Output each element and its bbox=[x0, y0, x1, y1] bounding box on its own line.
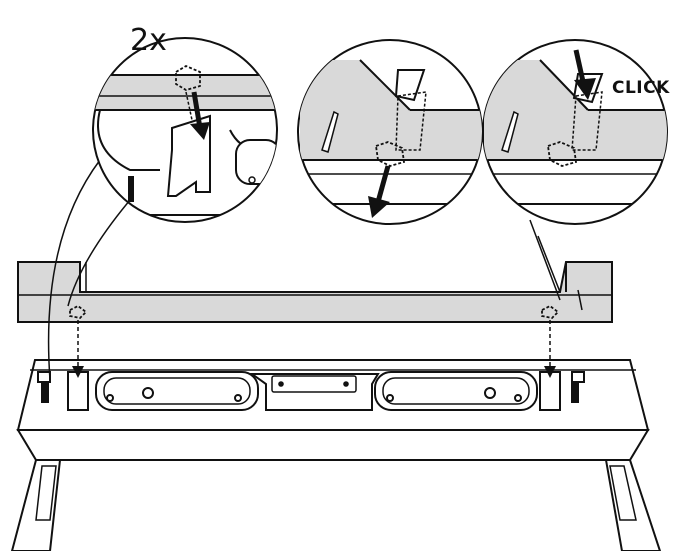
click-label: CLICK bbox=[612, 78, 670, 98]
bracket-panel bbox=[17, 235, 613, 323]
alignment-guides bbox=[72, 320, 556, 378]
zoom-detail-2 bbox=[297, 39, 483, 225]
callout-leader bbox=[47, 159, 131, 381]
zoom-detail-1 bbox=[92, 37, 278, 223]
bracket-hook-right bbox=[541, 304, 560, 319]
base-cutouts bbox=[95, 371, 538, 411]
callout-leader-right bbox=[529, 219, 561, 301]
zoom-detail-3 bbox=[482, 39, 668, 225]
base-clip-right bbox=[539, 371, 585, 411]
bracket-hook-left bbox=[69, 304, 88, 319]
quantity-label: 2x bbox=[130, 23, 167, 58]
